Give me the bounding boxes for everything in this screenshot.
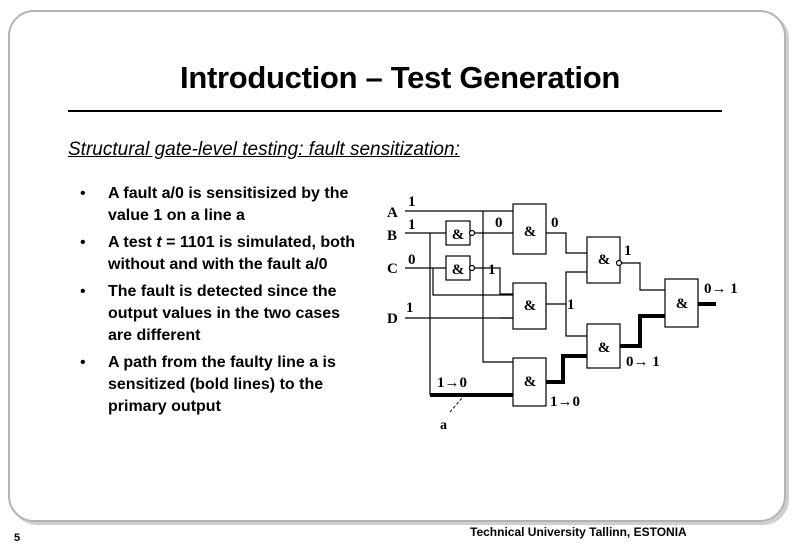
and-gate-3 <box>512 203 547 255</box>
bullet-dot: • <box>80 283 86 300</box>
gate-symbol: & <box>676 296 689 312</box>
bullet-text-italic: t <box>156 234 162 251</box>
bullet-item: • A test t = 1101 is simulated, both wit… <box>78 232 368 276</box>
bullet-dot: • <box>80 354 86 371</box>
bullet-text: A fault a/0 is sensitisized by the value… <box>108 185 349 224</box>
bold-path-g8 <box>620 314 665 348</box>
footer-institution: Technical University Tallinn, ESTONIA <box>470 525 687 539</box>
slide-title: Introduction – Test Generation <box>180 60 620 95</box>
input-label-b: B <box>387 228 397 244</box>
and-gate-5 <box>512 357 547 407</box>
value-in-b: 1 <box>408 217 416 233</box>
bullet-dot: • <box>80 234 86 251</box>
value-out: 0→ 1 <box>704 281 738 297</box>
value-g3-out: 0 <box>551 215 559 231</box>
fault-line-label: a <box>440 418 447 433</box>
value-fault-in: 1→0 <box>437 375 467 391</box>
value-g6-out: 0→ 1 <box>626 354 660 370</box>
circuit-diagram: & & & & & & & & A B C D 1 1 0 1 0 1 0 1 … <box>387 194 738 433</box>
wire-g6-out <box>620 262 665 291</box>
bullet-dot: • <box>80 185 86 202</box>
wire-g4-out <box>546 271 587 305</box>
gate-symbol: & <box>524 298 537 314</box>
value-not1-out: 0 <box>495 215 503 231</box>
wire-g3-out <box>546 232 587 254</box>
value-in-d: 1 <box>406 300 414 316</box>
slide-subtitle: Structural gate-level testing: fault sen… <box>68 139 460 160</box>
and-gate-4 <box>512 282 547 330</box>
value-in-c: 0 <box>408 252 416 268</box>
inverter-bubble-3 <box>615 259 623 267</box>
title-divider <box>68 110 722 112</box>
not-gate-1 <box>445 220 471 246</box>
inverter-bubble-1 <box>468 229 476 237</box>
fault-pointer <box>449 397 463 413</box>
and-gate-6 <box>586 236 621 284</box>
bullet-text: The fault is detected since the output v… <box>108 283 341 344</box>
value-not2-out: 1 <box>488 262 496 278</box>
input-label-d: D <box>387 311 398 327</box>
gate-symbol: & <box>452 262 465 278</box>
wire-c-branch <box>432 268 513 296</box>
gate-symbol: & <box>598 252 611 268</box>
wire-not2-out <box>474 267 513 295</box>
bullet-text: A path from the faulty line a is sensiti… <box>108 354 336 415</box>
wire-g4-out-branch <box>565 304 587 337</box>
bullet-item: • A fault a/0 is sensitisized by the val… <box>78 183 368 227</box>
gate-symbol: & <box>598 340 611 356</box>
gate-symbol: & <box>524 224 537 240</box>
bullet-text-post: = 1101 is simulated, both without and wi… <box>108 234 356 273</box>
value-in-a: 1 <box>408 194 416 210</box>
inverter-bubble-2 <box>468 264 476 272</box>
and-gate-8 <box>664 278 699 328</box>
bullet-list: • A fault a/0 is sensitisized by the val… <box>78 183 368 423</box>
bullet-text-pre: A test <box>108 234 157 251</box>
gate-symbol: & <box>524 374 537 390</box>
page-number: 5 <box>14 532 21 544</box>
value-g4-out: 1 <box>567 297 575 313</box>
slide-frame <box>8 10 786 522</box>
gate-symbol: & <box>452 227 465 243</box>
bold-path-g7 <box>546 354 587 384</box>
value-g7-out: 1→0 <box>550 394 580 410</box>
input-label-a: A <box>387 205 398 221</box>
and-gate-7 <box>586 323 621 369</box>
bullet-item: • The fault is detected since the output… <box>78 281 368 347</box>
value-g5-out: 1 <box>624 243 632 259</box>
wire-a-branch <box>482 211 513 363</box>
bullet-item: • A path from the faulty line a is sensi… <box>78 352 368 418</box>
input-label-c: C <box>387 261 398 277</box>
